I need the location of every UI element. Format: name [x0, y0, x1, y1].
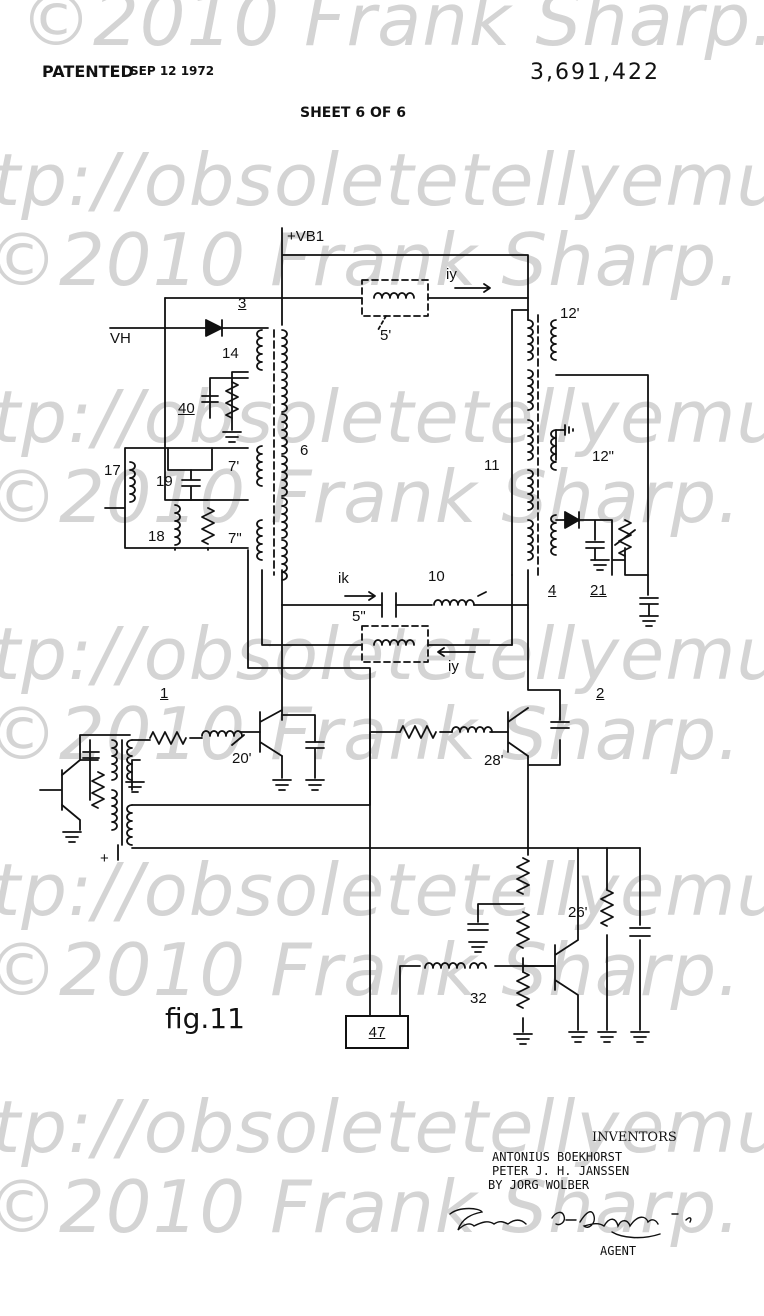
- wire: [555, 519, 649, 596]
- watermark-line: tp://obsoletetellyemus: [0, 138, 764, 222]
- label-14: 14: [222, 345, 239, 362]
- transformer-3: [256, 329, 288, 606]
- capacitor-out: [639, 597, 659, 616]
- wire: [104, 447, 249, 549]
- label-26p: 26': [568, 904, 588, 921]
- patent-date: SEP 12 1972: [130, 64, 215, 78]
- agent-label: AGENT: [600, 1244, 637, 1258]
- label-ik: ik: [338, 570, 349, 587]
- figure-label: fig.11: [165, 1002, 245, 1035]
- inventor-name: BY JORG WOLBER: [488, 1178, 590, 1192]
- label-7p: 7': [228, 458, 240, 475]
- label-5p: 5': [380, 327, 392, 344]
- wire: [555, 374, 649, 576]
- label-47: 47: [368, 1023, 386, 1041]
- patent-number: 3,691,422: [530, 60, 660, 85]
- label-vb1: +VB1: [287, 228, 325, 245]
- label-21: 21: [590, 582, 607, 599]
- watermark-line: tp://obsoletetellyemus: [0, 1085, 764, 1169]
- label-iy-bottom: iy: [448, 658, 459, 675]
- label-11: 11: [484, 457, 500, 474]
- transistor-26p: [554, 847, 579, 1031]
- sheet-number: SHEET 6 OF 6: [300, 105, 407, 121]
- transistor-input: [61, 734, 131, 831]
- coil-5pp-shield: [361, 625, 429, 663]
- label-7pp: 7": [228, 530, 242, 547]
- capacitor-28p: [550, 721, 570, 729]
- watermark-line: ©2010 Frank Sharp.: [0, 218, 742, 302]
- capacitor-rightmost: [629, 927, 651, 937]
- arrow-iy-bottom: [437, 647, 476, 657]
- label-4: 4: [548, 582, 557, 599]
- capacitor-in: [82, 751, 100, 759]
- label-iy-top: iy: [446, 266, 457, 283]
- diode-icon: [564, 511, 580, 529]
- watermark-line: ©2010 Frank Sharp.: [20, 0, 764, 62]
- label-19: 19: [156, 473, 173, 490]
- arrow-ik: [344, 591, 376, 601]
- arrow-iy-top: [454, 283, 491, 293]
- label-plus: +: [100, 850, 109, 867]
- transistor-28p: [507, 707, 529, 757]
- capacitor-ik: [381, 592, 397, 618]
- wire: [247, 549, 371, 1016]
- patented-label: PATENTED: [42, 62, 134, 81]
- label-6: 6: [300, 442, 309, 459]
- watermark-line: tp://obsoletetellyemus: [0, 848, 764, 932]
- wire: [527, 607, 561, 721]
- label-28p: 28': [484, 752, 504, 769]
- capacitor-20p: [305, 741, 325, 779]
- label-3: 3: [238, 295, 247, 312]
- wire: [131, 731, 261, 741]
- capacitor-40: [201, 395, 219, 403]
- wire: [39, 769, 63, 811]
- capacitor-bottom: [467, 923, 489, 931]
- inventors-title: INVENTORS: [592, 1130, 677, 1145]
- diode-icon: [205, 319, 223, 337]
- transformer-4: [511, 309, 557, 646]
- agent-signature: [449, 1207, 692, 1239]
- label-17: 17: [104, 462, 121, 479]
- label-40: 40: [178, 400, 195, 417]
- capacitor-19: [181, 469, 201, 501]
- transistor-20p: [259, 709, 283, 757]
- wire: [164, 297, 249, 501]
- inventor-name: ANTONIUS BOEKHORST: [492, 1150, 623, 1164]
- label-2: 2: [596, 685, 605, 702]
- wire: [131, 759, 141, 791]
- inventor-name: PETER J. H. JANSSEN: [492, 1164, 630, 1178]
- label-12pp: 12": [592, 448, 615, 465]
- label-5pp: 5": [352, 608, 366, 625]
- wire: [131, 847, 641, 856]
- wire: [131, 731, 509, 806]
- label-12p: 12': [560, 305, 580, 322]
- label-1: 1: [160, 685, 169, 702]
- watermark-line: tp://obsoletetellyemus: [0, 375, 764, 459]
- wire: [399, 965, 556, 1016]
- label-vh: VH: [110, 330, 131, 347]
- label-10: 10: [428, 568, 445, 585]
- coil-5p-shield: [361, 279, 429, 317]
- block-47: 47: [345, 1015, 409, 1049]
- label-20p: 20': [232, 750, 252, 767]
- wire: [261, 569, 513, 646]
- watermark-line: ©2010 Frank Sharp.: [0, 455, 742, 539]
- capacitor-21: [585, 541, 605, 561]
- label-18: 18: [148, 528, 165, 545]
- label-32: 32: [470, 990, 487, 1007]
